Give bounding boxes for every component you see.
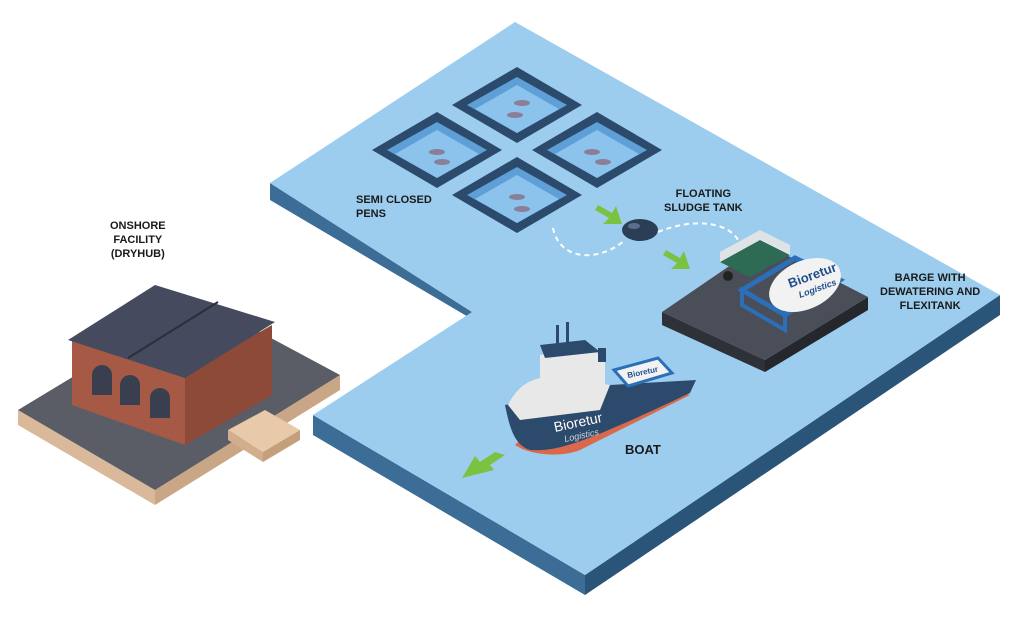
fish-icon (507, 112, 523, 118)
fish-icon (514, 100, 530, 106)
semi-closed-pens (372, 67, 662, 233)
flow-path (552, 222, 741, 257)
flexitank: Bioretur Logistics (737, 255, 846, 334)
boat-flexitank: Bioretur (611, 356, 675, 388)
pen (532, 112, 662, 188)
floating-sludge-tank (622, 219, 658, 241)
pen (452, 157, 582, 233)
onshore-facility (18, 285, 340, 505)
label-boat: BOAT (625, 442, 661, 457)
flow-arrows (462, 205, 690, 478)
barge: Bioretur Logistics (662, 230, 868, 372)
boat: Bioretur Bioretur Logistics (505, 322, 696, 455)
pen (452, 67, 582, 143)
arrow-icon (595, 205, 622, 224)
dewatering-unit (720, 230, 790, 281)
arrow-icon (663, 250, 690, 269)
pen (372, 112, 502, 188)
arrow-icon (462, 452, 505, 478)
